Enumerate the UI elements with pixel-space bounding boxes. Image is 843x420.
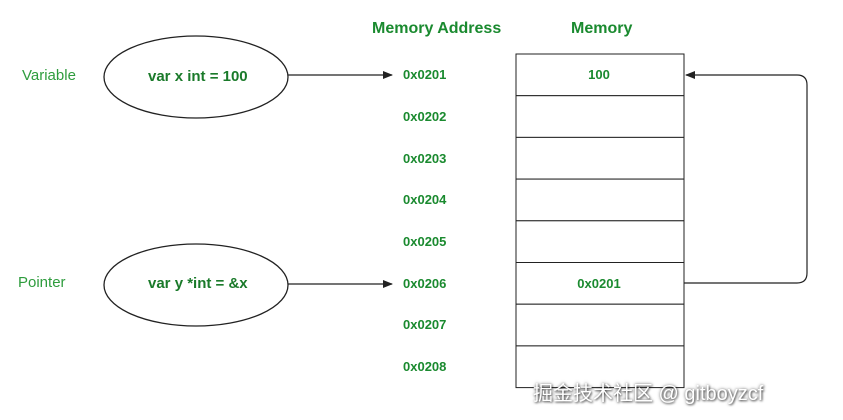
memory-address: 0x0207 — [403, 317, 447, 332]
variable-expression: var x int = 100 — [148, 68, 248, 85]
memory-cell — [515, 53, 685, 97]
pointer-reference-arrow — [684, 71, 808, 284]
memory-address-header: Memory Address — [372, 20, 502, 37]
watermark: 掘金技术社区 @ gitboyzcf — [533, 383, 764, 405]
memory-cell — [515, 303, 685, 347]
variable-ellipse — [103, 35, 289, 119]
memory-cell — [515, 95, 685, 138]
memory-cell — [515, 220, 685, 264]
memory-cell-value: 100 — [588, 67, 610, 82]
pointer-label: Pointer — [18, 274, 66, 291]
memory-table — [515, 53, 685, 389]
memory-address: 0x0201 — [403, 67, 447, 82]
memory-address: 0x0206 — [403, 276, 447, 291]
pointer-ellipse — [103, 243, 289, 327]
memory-address: 0x0204 — [403, 192, 447, 207]
memory-cell — [515, 262, 685, 305]
memory-address: 0x0203 — [403, 151, 447, 166]
variable-label: Variable — [22, 67, 76, 84]
memory-address: 0x0202 — [403, 109, 447, 124]
memory-cell-value: 0x0201 — [577, 276, 621, 291]
memory-header: Memory — [571, 20, 633, 37]
pointer-expression: var y *int = &x — [148, 275, 248, 292]
memory-cell — [515, 345, 685, 389]
memory-cell — [515, 178, 685, 222]
memory-cell — [515, 136, 685, 180]
memory-address: 0x0208 — [403, 359, 447, 374]
memory-address: 0x0205 — [403, 234, 447, 249]
